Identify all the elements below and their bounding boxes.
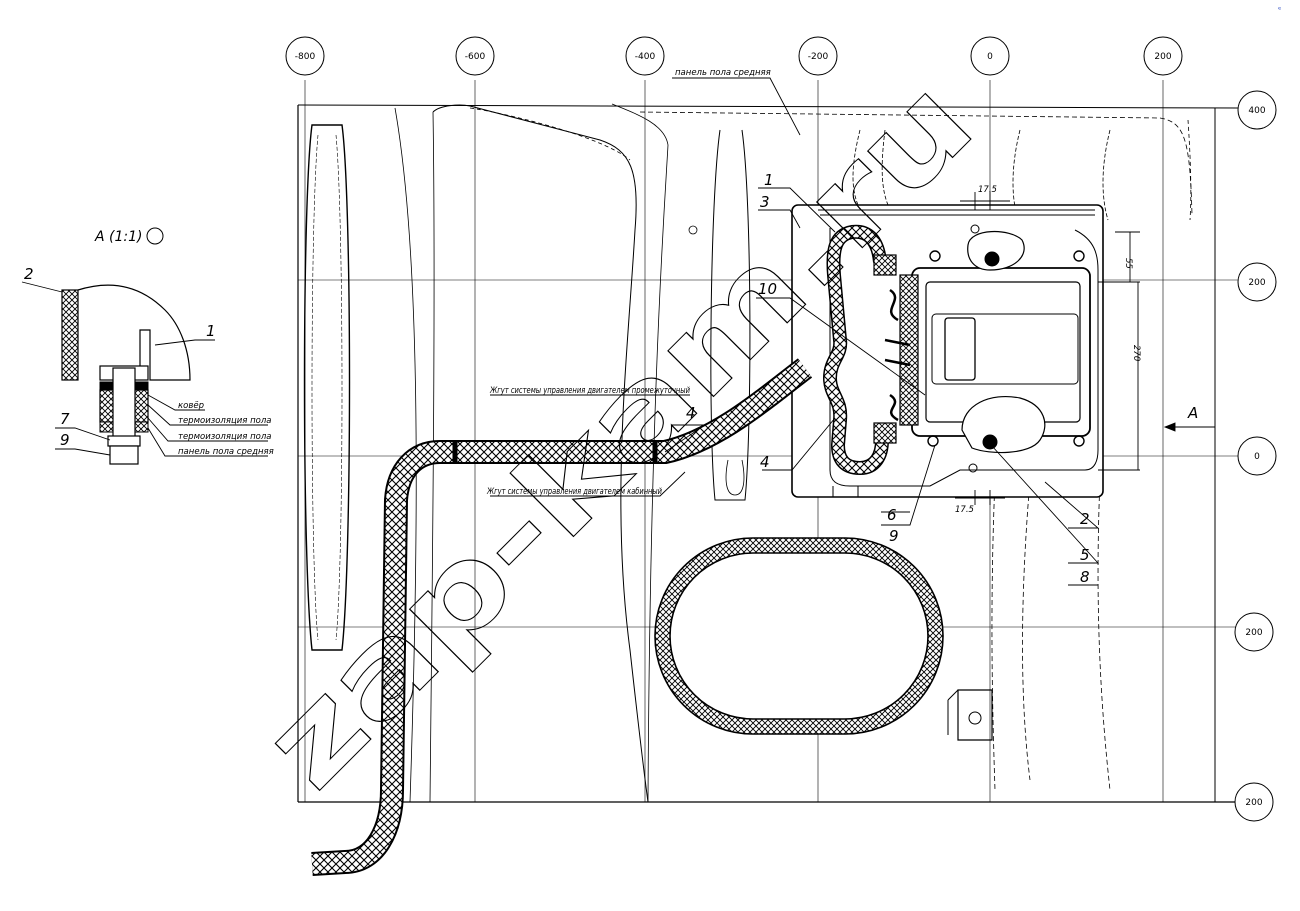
callout-2: 2 [1080,510,1090,528]
detail-callout-9: 9 [60,431,70,449]
callout-10: 10 [758,280,777,298]
grid-label: 200 [1245,628,1262,638]
corner-mark: ᵉ [1278,5,1281,14]
grid-bubble: 200 [1237,262,1277,302]
grid-label: 200 [1245,798,1262,808]
grid-label: 0 [1254,452,1260,462]
detail-callout-7: 7 [60,410,70,428]
callout-9: 9 [889,527,899,545]
grid-bubble: -600 [455,36,495,76]
detail-view-a: A (1:1) 2 1 7 9 ковёр термоизоляция пола [21,227,274,465]
engine-harness [311,358,813,876]
grid-label: -600 [465,52,486,62]
grid-label: -400 [635,52,656,62]
grid-bubble: 0 [1237,436,1277,476]
dim-17-5-bottom: 17.5 [955,505,974,515]
callout-5: 5 [1080,546,1090,564]
grid-label: 200 [1248,278,1265,288]
detail-callout-1: 1 [206,322,216,340]
grid-label: 400 [1248,106,1265,116]
panel-note: панель пола средняя [675,68,771,78]
grid-bubbles-right: 400 200 0 200 200 [1234,90,1277,822]
grid-bubble: 200 [1234,612,1274,652]
grid-label: -200 [808,52,829,62]
ecu-mounting-plate [791,204,1104,498]
grid-bubble: 200 [1143,36,1183,76]
grid-label: 0 [987,52,993,62]
callout-4-lower: 4 [760,453,770,471]
floor-hatch-opening [654,537,944,735]
dim-17-5-top: 17.5 [978,185,997,195]
detail-label-insulation-2: термоизоляция пола [178,432,272,442]
detail-label-floor-panel: панель пола средняя [178,447,274,457]
callout-4-upper: 4 [686,404,696,422]
grid-label: -800 [295,52,316,62]
grid-bubble: 400 [1237,90,1277,130]
harness-loop [822,224,911,476]
callout-6: 6 [887,506,897,524]
grid-bubble: 200 [1234,782,1274,822]
detail-marker-icon [146,227,164,245]
callout-3: 3 [760,193,770,211]
callout-1: 1 [764,171,774,189]
grid-bubbles-top: -800 -600 -400 -200 0 200 [285,36,1183,76]
grid-bubble: -400 [625,36,665,76]
grid-label: 200 [1154,52,1171,62]
grid-bubble: -800 [285,36,325,76]
harness-note-lower: Жгут системы управления двигателем кабин… [486,487,662,497]
detail-callout-2: 2 [24,265,34,283]
leader-lines [490,77,1215,586]
detail-title: A (1:1) [94,229,142,245]
detail-label-insulation-1: термоизоляция пола [178,416,272,426]
dim-270: 270 [1131,345,1141,361]
grid-bubble: 0 [970,36,1010,76]
dim-55: 55 [1123,258,1133,269]
detail-label-carpet: ковёр [178,401,204,411]
callout-8: 8 [1080,568,1090,586]
grid-bubble: -200 [798,36,838,76]
harness-note-upper: Жгут системы управления двигателем проме… [489,386,690,396]
view-arrow-label: A [1187,404,1198,422]
